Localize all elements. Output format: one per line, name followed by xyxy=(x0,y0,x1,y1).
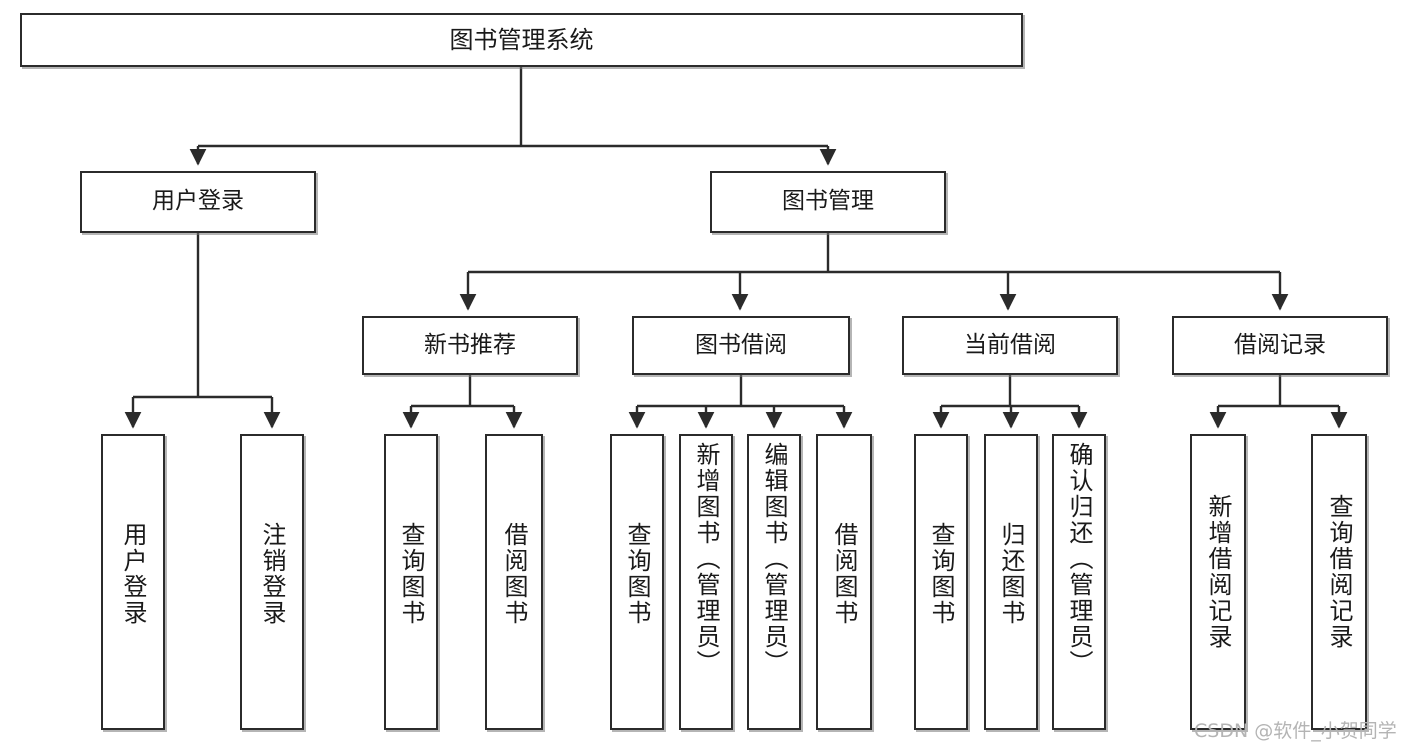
node-label: 注销登录 xyxy=(258,522,286,626)
node-leaf-query-book-borrow[interactable]: 查询图书 xyxy=(610,434,664,730)
node-leaf-user-login[interactable]: 用户登录 xyxy=(101,434,165,730)
node-leaf-return-book[interactable]: 归还图书 xyxy=(984,434,1038,730)
node-label: 用户登录 xyxy=(119,522,147,626)
node-label: 编辑图书（管理员） xyxy=(760,442,788,676)
node-label: 新书推荐 xyxy=(424,331,516,358)
node-user-login[interactable]: 用户登录 xyxy=(80,171,316,233)
node-label: 当前借阅 xyxy=(964,331,1056,358)
node-leaf-query-book-recommend[interactable]: 查询图书 xyxy=(384,434,438,730)
node-current-borrow[interactable]: 当前借阅 xyxy=(902,316,1118,375)
node-label: 新增借阅记录 xyxy=(1204,494,1232,650)
node-label: 用户登录 xyxy=(152,188,244,215)
node-label: 查询图书 xyxy=(623,522,651,626)
node-label: 图书借阅 xyxy=(695,331,787,358)
node-book-management[interactable]: 图书管理 xyxy=(710,171,946,233)
node-root-book-management-system[interactable]: 图书管理系统 xyxy=(20,13,1023,67)
node-label: 图书管理 xyxy=(782,188,874,215)
node-new-book-recommend[interactable]: 新书推荐 xyxy=(362,316,578,375)
node-label: 图书管理系统 xyxy=(449,25,594,54)
node-label: 查询借阅记录 xyxy=(1325,494,1353,650)
node-leaf-confirm-return-admin[interactable]: 确认归还（管理员） xyxy=(1052,434,1106,730)
node-leaf-borrow-book-recommend[interactable]: 借阅图书 xyxy=(485,434,543,730)
node-borrow-record[interactable]: 借阅记录 xyxy=(1172,316,1388,375)
node-leaf-borrow-book-borrow[interactable]: 借阅图书 xyxy=(816,434,872,730)
node-label: 确认归还（管理员） xyxy=(1065,442,1093,676)
node-leaf-edit-book-admin[interactable]: 编辑图书（管理员） xyxy=(747,434,801,730)
node-label: 查询图书 xyxy=(927,522,955,626)
node-label: 归还图书 xyxy=(997,522,1025,626)
node-label: 新增图书（管理员） xyxy=(692,442,720,676)
node-leaf-add-borrow-record[interactable]: 新增借阅记录 xyxy=(1190,434,1246,730)
node-leaf-logout[interactable]: 注销登录 xyxy=(240,434,304,730)
node-label: 借阅图书 xyxy=(830,522,858,626)
node-leaf-query-book-current[interactable]: 查询图书 xyxy=(914,434,968,730)
watermark-text: CSDN @软件_小贺同学 xyxy=(1194,720,1397,742)
node-book-borrow[interactable]: 图书借阅 xyxy=(632,316,850,375)
node-leaf-add-book-admin[interactable]: 新增图书（管理员） xyxy=(679,434,733,730)
node-leaf-query-borrow-record[interactable]: 查询借阅记录 xyxy=(1311,434,1367,730)
node-label: 查询图书 xyxy=(397,522,425,626)
node-label: 借阅图书 xyxy=(500,522,528,626)
node-label: 借阅记录 xyxy=(1234,331,1326,358)
